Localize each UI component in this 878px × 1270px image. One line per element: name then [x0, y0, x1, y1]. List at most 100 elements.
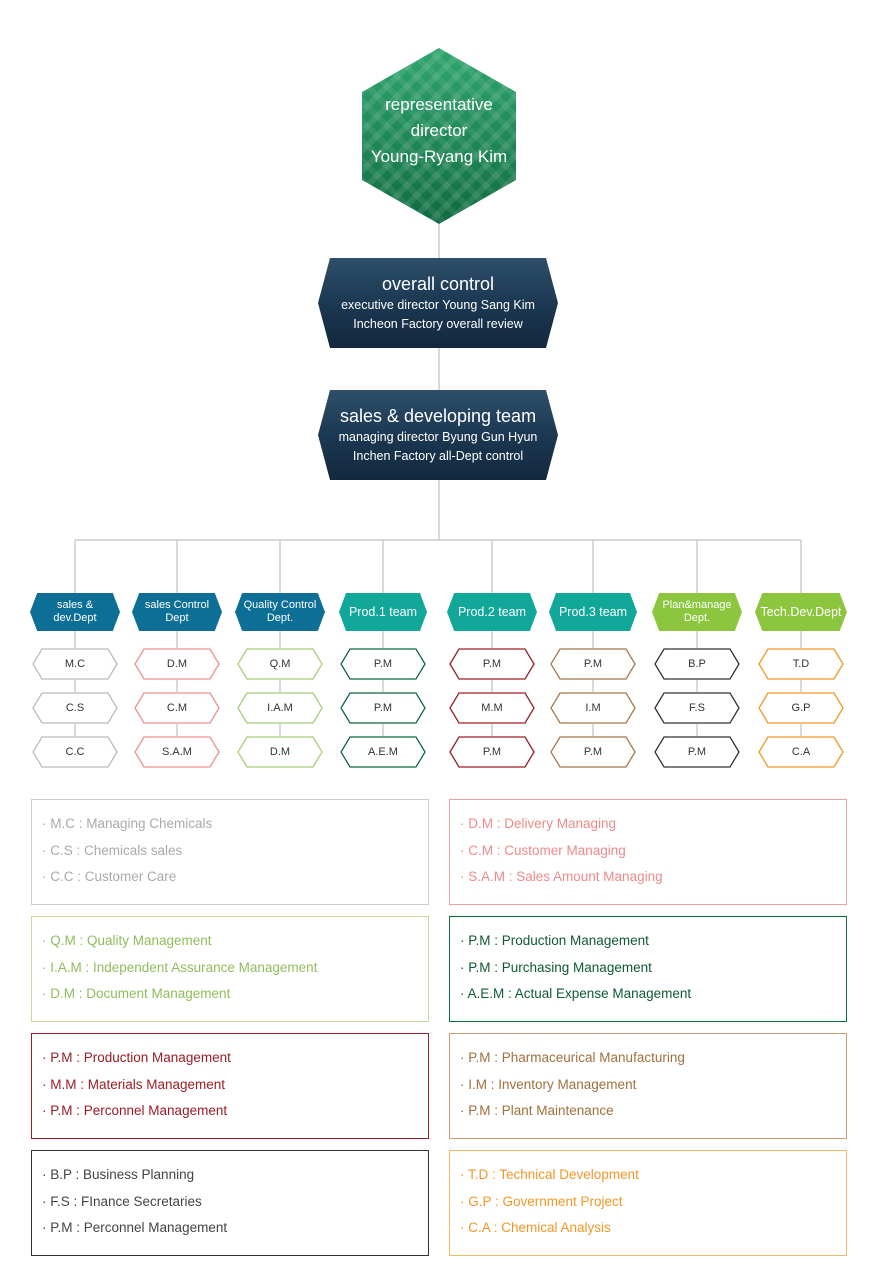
sub-unit-label: I.A.M — [267, 702, 293, 714]
legend-line: · D.M : Document Management — [42, 986, 231, 1001]
department-label: Prod.1 team — [348, 604, 418, 619]
legend-line: · M.C : Managing Chemicals — [42, 816, 213, 831]
sub-unit-node: Q.M — [237, 648, 323, 680]
sub-unit-label: D.M — [269, 746, 291, 758]
overall-control-line: executive director Young Sang Kim — [341, 298, 535, 312]
sub-unit-outline — [32, 648, 118, 680]
sub-unit-outline — [654, 692, 740, 724]
sub-unit-node: P.M — [550, 648, 636, 680]
department-label: Prod.2 team — [457, 604, 527, 619]
sub-unit-label: S.A.M — [162, 746, 192, 758]
sales-team-line: managing director Byung Gun Hyun — [338, 430, 538, 444]
legend-line: · G.P : Government Project — [460, 1193, 623, 1209]
sub-unit-outline — [758, 736, 844, 768]
sub-unit-node: M.M — [449, 692, 535, 724]
sub-unit-node: A.E.M — [340, 736, 426, 768]
sub-unit-node: T.D — [758, 648, 844, 680]
abbreviation-legend-box: · P.M : Production Management · P.M : Pur… — [449, 916, 847, 1022]
department-node: Quality Control Dept. — [235, 593, 325, 631]
sub-unit-label: C.A — [791, 746, 811, 758]
legend-line: · Q.M : Quality Management — [42, 933, 212, 948]
sub-unit-node: P.M — [449, 648, 535, 680]
legend-line: · F.S : FInance Secretaries — [42, 1193, 202, 1209]
sub-unit-node: C.S — [32, 692, 118, 724]
abbreviation-legend-box: · B.P : Business Planning · F.S : FInance… — [31, 1150, 429, 1256]
department-label: Prod.3 team — [558, 604, 628, 619]
sub-unit-label: P.M — [482, 746, 502, 758]
sub-unit-node: B.P — [654, 648, 740, 680]
sub-unit-label: B.P — [688, 658, 706, 670]
sub-unit-outline — [449, 648, 535, 680]
sub-unit-label: G.P — [791, 702, 811, 714]
legend-line: · P.M : Production Management — [460, 933, 649, 948]
legend-line: · B.P : Business Planning — [42, 1167, 195, 1182]
sub-unit-outline — [237, 648, 323, 680]
legend-line: · A.E.M : Actual Expense Management — [460, 986, 692, 1001]
legend-line: · T.D : Technical Development — [460, 1167, 639, 1182]
sub-unit-label: A.E.M — [368, 746, 398, 758]
sub-unit-label: C.M — [166, 702, 188, 714]
sub-unit-label: M.C — [64, 658, 86, 670]
sub-unit-label: P.M — [583, 746, 603, 758]
department-node: sales & dev.Dept — [30, 593, 120, 631]
legend-line: · P.M : Pharmaceurical Manufacturing — [460, 1050, 685, 1065]
department-label: Plan&manage Dept. — [662, 599, 732, 624]
sub-unit-outline — [134, 692, 220, 724]
sub-unit-node: D.M — [237, 736, 323, 768]
legend-line: · I.A.M : Independent Assurance Manageme… — [42, 959, 318, 975]
abbreviation-legend-box: · P.M : Production Management· M.M : Mat… — [31, 1033, 429, 1139]
sub-unit-label: P.M — [482, 658, 502, 670]
legend-line: · S.A.M : Sales Amount Managing — [460, 869, 663, 884]
ceo-line: director — [410, 121, 468, 140]
sub-unit-node: P.M — [449, 736, 535, 768]
sub-unit-label: C.C — [65, 746, 85, 758]
legend-line: · M.M : Materials Management — [42, 1076, 226, 1092]
sub-unit-node: P.M — [340, 648, 426, 680]
legend-line: · C.M : Customer Managing — [460, 842, 626, 858]
legend-line: · P.M : Purchasing Management — [460, 959, 652, 975]
sub-unit-label: P.M — [373, 658, 393, 670]
sub-unit-label: I.M — [585, 702, 601, 714]
sub-unit-outline — [550, 692, 636, 724]
abbreviation-legend-box: · Q.M : Quality Management · I.A.M : Inde… — [31, 916, 429, 1022]
department-node: Plan&manage Dept. — [652, 593, 742, 631]
overall-control-title: overall control — [381, 274, 495, 294]
sales-team-title: sales & developing team — [339, 406, 537, 426]
sub-unit-label: P.M — [687, 746, 707, 758]
sub-unit-label: M.M — [481, 702, 503, 714]
sub-unit-outline — [32, 736, 118, 768]
sub-unit-label: P.M — [373, 702, 393, 714]
legend-line: · C.C : Customer Care — [42, 869, 177, 884]
ceo-line: Young-Ryang Kim — [370, 147, 508, 166]
sub-unit-label: C.S — [65, 702, 85, 714]
sub-unit-outline — [237, 736, 323, 768]
sub-unit-outline — [550, 736, 636, 768]
department-node: Tech.Dev.Dept — [755, 593, 847, 631]
sub-unit-node: I.A.M — [237, 692, 323, 724]
department-node: Prod.3 team — [549, 593, 637, 631]
sub-unit-label: D.M — [166, 658, 188, 670]
sub-unit-node: P.M — [340, 692, 426, 724]
legend-line: · P.M : Perconnel Management — [42, 1220, 228, 1235]
department-label: Tech.Dev.Dept — [760, 604, 842, 619]
sub-unit-outline — [758, 648, 844, 680]
sub-unit-node: F.S — [654, 692, 740, 724]
sub-unit-label: T.D — [792, 658, 810, 670]
legend-line: · P.M : Plant Maintenance — [460, 1103, 614, 1118]
sub-unit-outline — [449, 736, 535, 768]
sub-unit-node: C.C — [32, 736, 118, 768]
sales-developing-team-node: sales & developing team managing directo… — [318, 390, 558, 480]
legend-line: · I.M : Inventory Management — [460, 1076, 637, 1092]
sub-unit-node: I.M — [550, 692, 636, 724]
abbreviation-legend-box: · P.M : Pharmaceurical Manufacturing · I.… — [449, 1033, 847, 1139]
department-node: Prod.2 team — [447, 593, 537, 631]
sub-unit-label: P.M — [583, 658, 603, 670]
department-node: sales Control Dept — [132, 593, 222, 631]
sales-team-line: Inchen Factory all-Dept control — [352, 449, 524, 463]
overall-control-line: Incheon Factory overall review — [353, 317, 523, 331]
sub-unit-node: G.P — [758, 692, 844, 724]
department-label: sales & dev.Dept — [53, 599, 97, 624]
legend-line: · P.M : Perconnel Management — [42, 1103, 228, 1118]
department-label: Quality Control Dept. — [243, 599, 317, 624]
